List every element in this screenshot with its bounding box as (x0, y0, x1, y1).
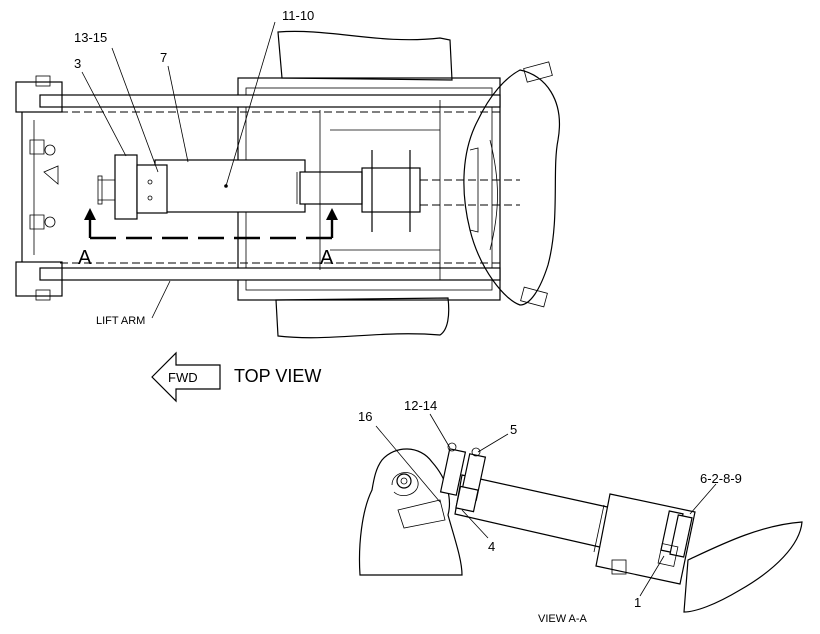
pivot-pin (396, 473, 412, 489)
lower-bucket-link (15, 261, 63, 297)
section-arrow-right (326, 208, 338, 220)
fwd-arrow-icon (151, 351, 221, 403)
direction-indicator: FWD TOP VIEW (151, 351, 321, 403)
tilt-cylinder-rod-end (299, 171, 363, 205)
lift-arm-label: LIFT ARM (96, 315, 145, 327)
lower-tire (275, 297, 450, 339)
view-aa-detail: 16 12-14 5 4 6-2-8-9 1 VIEW A-A (358, 398, 803, 625)
callout-7: 7 (160, 50, 167, 65)
upper-tire (277, 30, 453, 81)
fwd-label: FWD (168, 370, 198, 385)
section-label-right: A (320, 247, 334, 269)
callout-1: 1 (634, 595, 641, 610)
callout-16: 16 (358, 409, 372, 424)
callout-11-10: 11-10 (282, 8, 314, 23)
valve-block (114, 154, 138, 220)
callout-3: 3 (74, 56, 81, 71)
lower-lift-arm (39, 267, 501, 281)
callout-4: 4 (488, 539, 495, 554)
valve-manifold (136, 164, 168, 214)
upper-bucket-link (15, 81, 63, 113)
section-label-left: A (78, 247, 92, 269)
view-aa-title: VIEW A-A (538, 613, 588, 625)
center-crossmember (361, 167, 421, 213)
valve-stack-left (439, 448, 467, 496)
top-view-title: TOP VIEW (234, 366, 321, 386)
callout-6-2-8-9: 6-2-8-9 (700, 471, 742, 486)
upper-lift-arm (39, 94, 501, 108)
section-arrow-left (84, 208, 96, 220)
frame-mount (358, 448, 463, 576)
top-view-machine (15, 30, 560, 339)
callout-13-15: 13-15 (74, 30, 107, 45)
callout-12-14: 12-14 (404, 398, 437, 413)
callout-5: 5 (510, 422, 517, 437)
top-view-callouts: 11-10 13-15 3 7 LIFT ARM (74, 8, 314, 327)
bucket-edge (683, 521, 803, 613)
section-line-aa: A A (78, 208, 338, 269)
tilt-cylinder-body (154, 159, 306, 213)
rear-bucket-outline (463, 69, 560, 306)
